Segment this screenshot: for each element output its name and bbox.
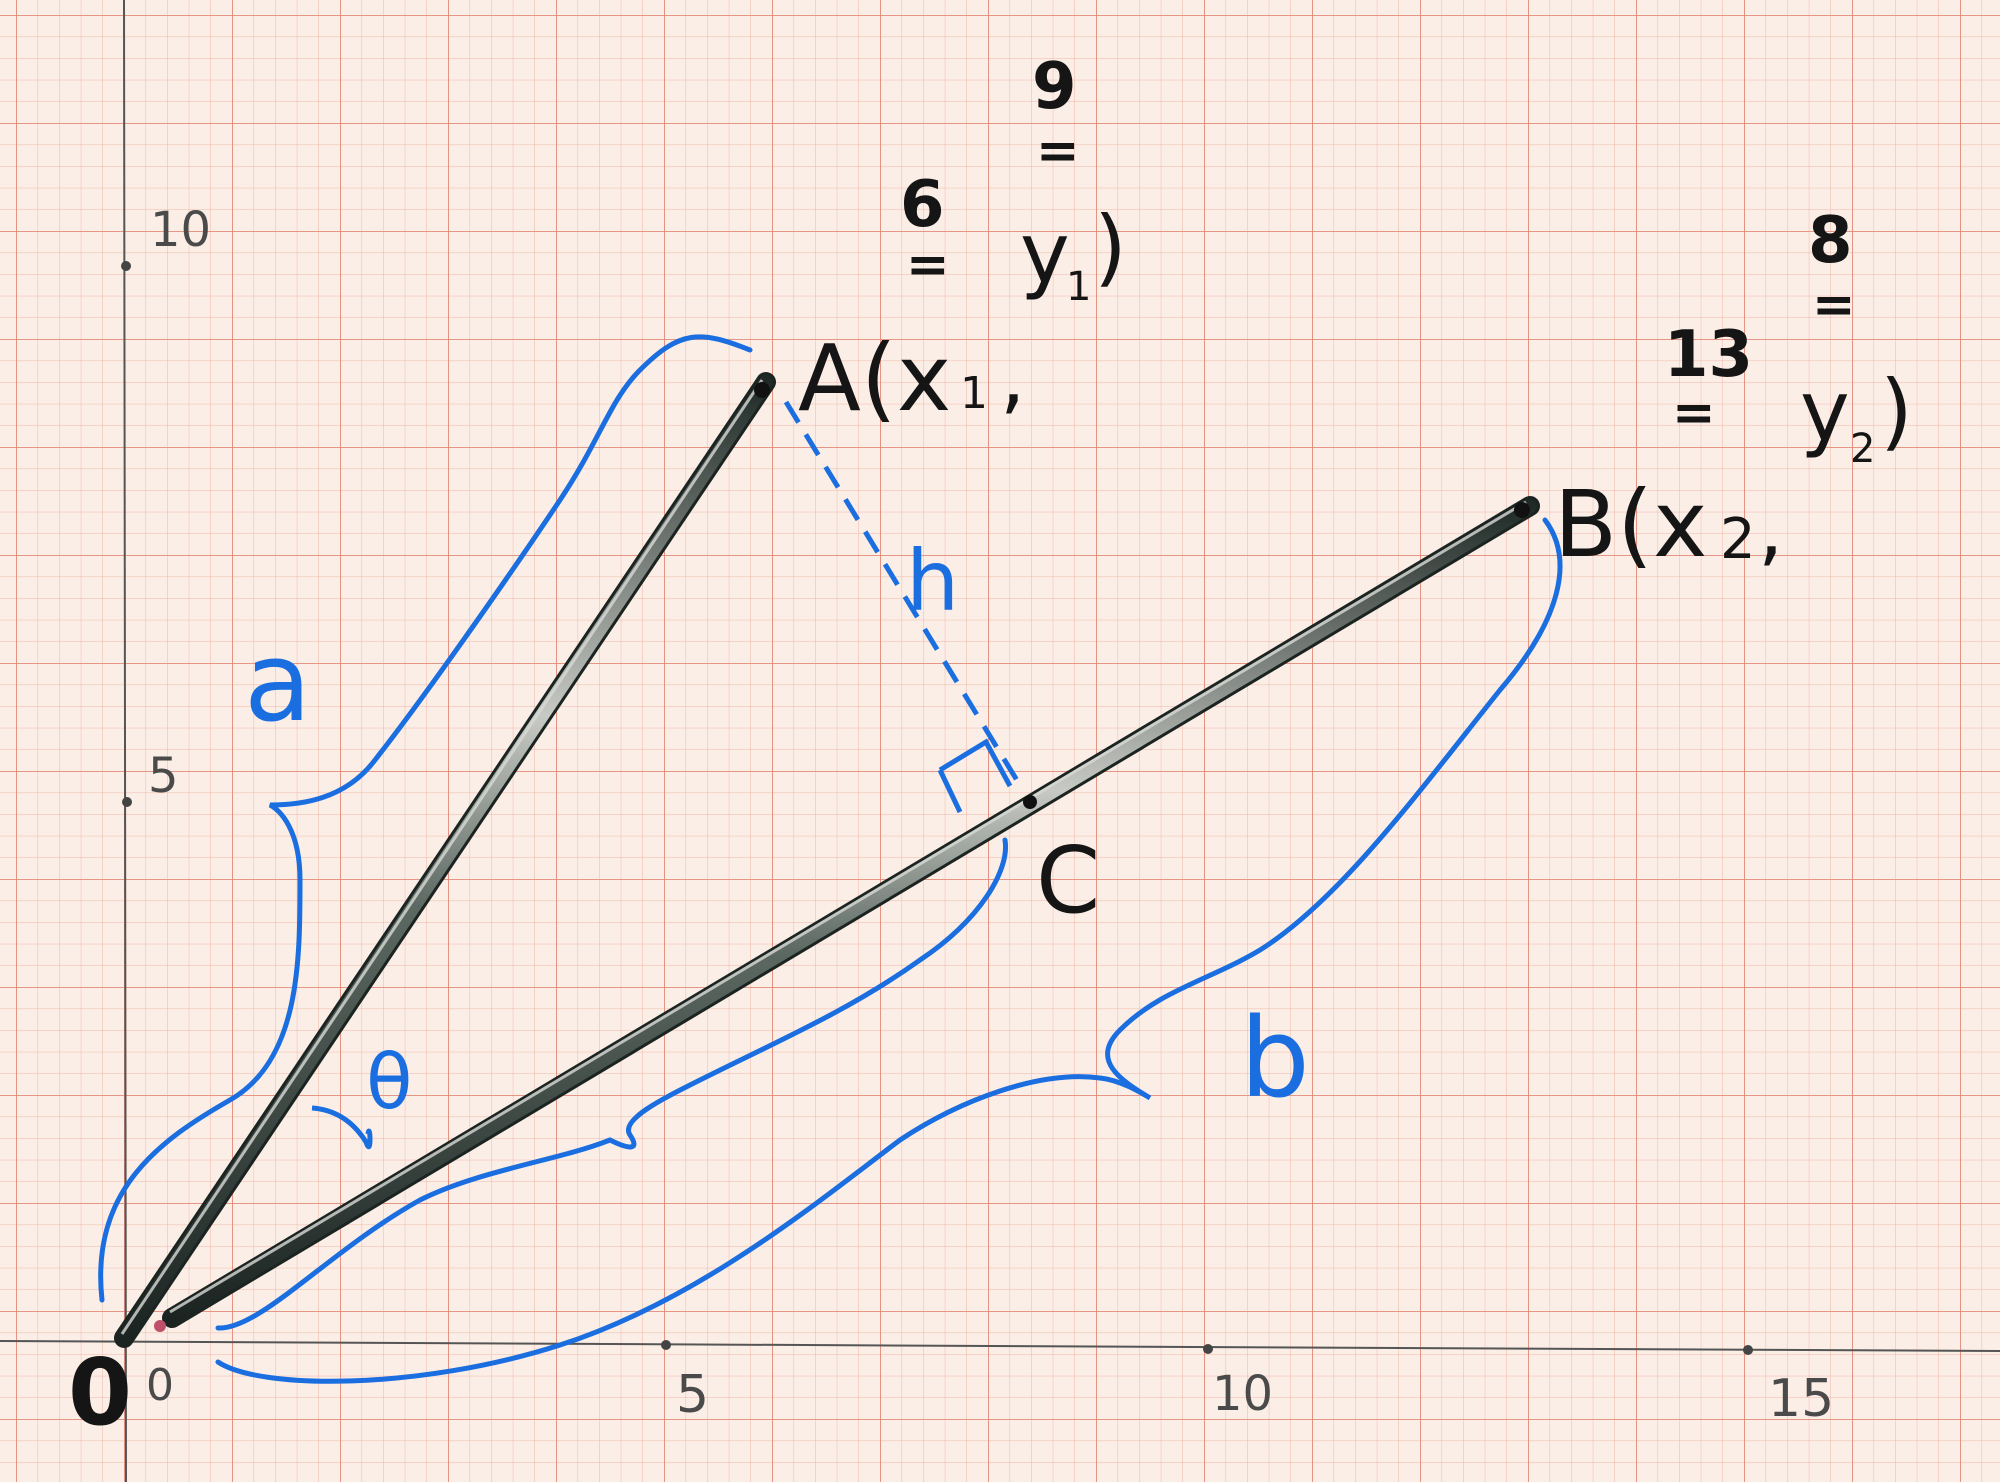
x-tick-label-15: 15 (1768, 1369, 1834, 1429)
point-a-text: A(x (798, 325, 951, 432)
brace-b (215, 517, 1563, 1384)
label-a: a (244, 618, 311, 746)
label-theta: θ (366, 1037, 413, 1126)
x-tick-dot-5 (661, 1340, 671, 1350)
point-a-x-value: 6 (900, 168, 945, 242)
point-a-label: A(x 1 , 6 = 9 = y 1 ) (798, 50, 1127, 432)
point-b-comma: , (1758, 482, 1783, 575)
y-tick-dot-5 (122, 797, 132, 807)
y-tick-dot-10 (121, 261, 131, 271)
point-b-y-sub: 2 (1850, 426, 1875, 472)
point-b-y-equals: = (1812, 275, 1856, 335)
x-tick-label-10: 10 (1212, 1366, 1273, 1422)
origin-marker (154, 1320, 166, 1332)
theta-arc (311, 1105, 373, 1150)
rod-ob (162, 496, 1540, 1328)
point-a-y-label: y (1020, 204, 1070, 302)
point-a-y-value: 9 (1032, 50, 1077, 124)
x-axis (0, 1340, 2000, 1352)
x-tick-label-0: 0 (146, 1360, 174, 1411)
point-a-comma: , (1000, 330, 1025, 423)
point-b-y-label: y (1800, 362, 1850, 460)
point-a-y-close: ) (1094, 198, 1127, 296)
x-tick-label-5: 5 (676, 1365, 709, 1425)
right-angle-marker (937, 738, 1013, 814)
point-b-label: B(x 2 , 13 = 8 = y 2 ) (1554, 204, 1913, 578)
y-axis (123, 0, 127, 1482)
point-a-marker (754, 382, 770, 398)
y-tick-label-10: 10 (150, 202, 211, 258)
label-b: b (1240, 994, 1310, 1122)
point-a-y-sub: 1 (1066, 264, 1091, 310)
point-b-marker (1514, 502, 1530, 518)
point-a-x-equals: = (906, 235, 950, 295)
y-tick-label-5: 5 (148, 748, 179, 804)
rod-oa (114, 372, 776, 1348)
point-c-label: C (1036, 827, 1100, 934)
point-b-y-value: 8 (1808, 204, 1853, 278)
brace-a (98, 334, 753, 1303)
point-b-x-equals: = (1672, 383, 1716, 443)
origin-label: 0 (68, 1339, 132, 1446)
point-a-sub: 1 (960, 368, 988, 419)
point-c-marker (1023, 795, 1037, 809)
brace-oc (215, 837, 1009, 1331)
x-tick-dot-15 (1743, 1345, 1753, 1355)
point-a-y-equals: = (1036, 121, 1080, 181)
point-b-text: B(x (1554, 471, 1707, 578)
x-tick-dot-10 (1203, 1344, 1213, 1354)
point-b-sub: 2 (1720, 507, 1756, 572)
label-h: h (906, 532, 959, 630)
point-b-y-close: ) (1880, 362, 1913, 460)
point-b-x-value: 13 (1664, 318, 1753, 392)
